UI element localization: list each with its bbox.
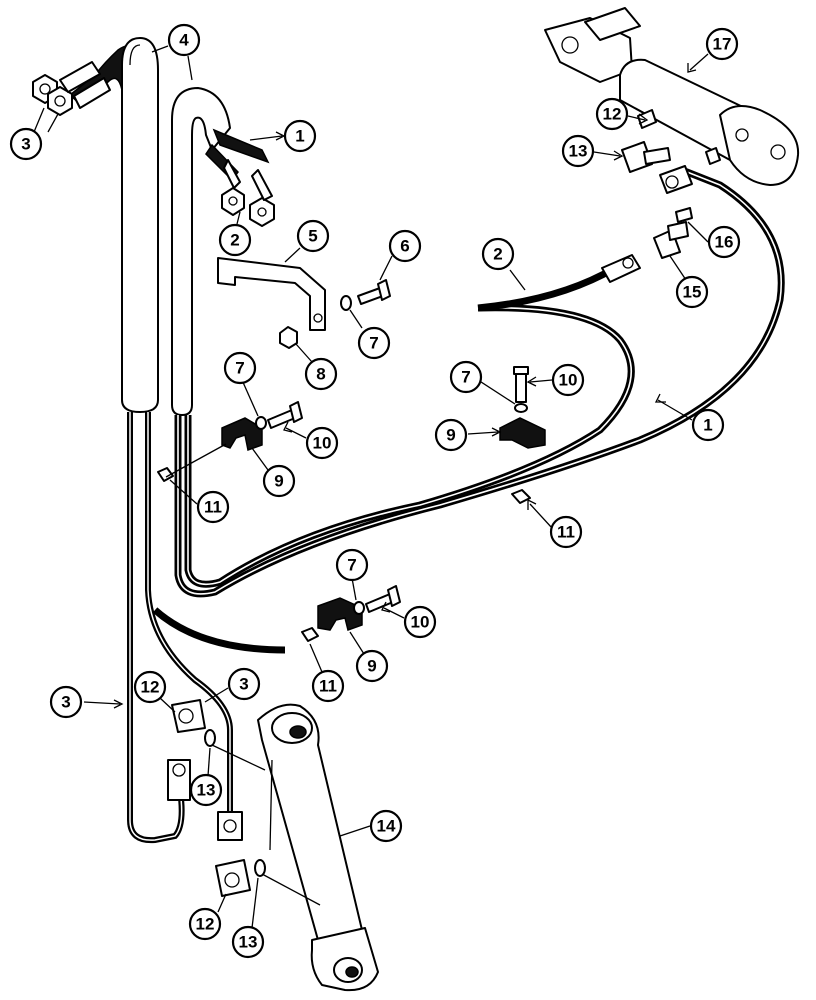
svg-text:10: 10 <box>559 371 578 390</box>
svg-text:12: 12 <box>196 915 215 934</box>
callout-11b: 11 <box>549 515 583 549</box>
svg-text:2: 2 <box>493 245 502 264</box>
callout-2b: 2 <box>481 237 515 271</box>
callout-1b: 1 <box>691 408 725 442</box>
callout-10a: 10 <box>305 426 339 460</box>
elbow-fitting-13-top <box>621 141 671 173</box>
hose-sleeve-middle <box>171 87 231 416</box>
svg-text:8: 8 <box>316 365 325 384</box>
callout-3a: 3 <box>9 127 43 161</box>
callout-3b: 3 <box>49 685 83 719</box>
callout-15: 15 <box>675 275 709 309</box>
callout-3c: 3 <box>227 667 261 701</box>
svg-text:11: 11 <box>557 523 575 542</box>
svg-text:13: 13 <box>197 781 216 800</box>
callout-11a: 11 <box>196 490 230 524</box>
svg-text:10: 10 <box>313 434 332 453</box>
svg-text:13: 13 <box>239 933 258 952</box>
bolt-6 <box>357 279 391 305</box>
svg-text:3: 3 <box>61 693 70 712</box>
svg-text:9: 9 <box>274 472 283 491</box>
callout-7b: 7 <box>223 351 257 385</box>
svg-text:12: 12 <box>603 105 622 124</box>
callout-8: 8 <box>304 357 338 391</box>
svg-text:12: 12 <box>141 678 160 697</box>
o-ring-16 <box>675 207 693 223</box>
svg-text:4: 4 <box>179 31 189 50</box>
nut-8 <box>279 326 298 349</box>
callout-9c: 9 <box>355 649 389 683</box>
callout-12a: 12 <box>595 97 629 131</box>
svg-text:7: 7 <box>461 368 470 387</box>
svg-text:9: 9 <box>367 657 376 676</box>
elbow-fitting-15 <box>653 221 689 259</box>
callout-11c: 11 <box>311 669 345 703</box>
callout-7d: 7 <box>335 548 369 582</box>
callout-7a: 7 <box>357 326 391 360</box>
callout-9a: 9 <box>262 464 296 498</box>
svg-text:15: 15 <box>683 283 702 302</box>
svg-text:14: 14 <box>377 817 396 836</box>
callout-13c: 13 <box>231 925 265 959</box>
callout-2a: 2 <box>218 223 252 257</box>
svg-text:7: 7 <box>235 359 244 378</box>
callout-16: 16 <box>707 225 741 259</box>
svg-text:1: 1 <box>295 127 304 146</box>
elbow-fitting-12-upper <box>171 699 206 733</box>
svg-text:11: 11 <box>319 677 337 696</box>
bracket-5 <box>217 257 326 331</box>
callout-10b: 10 <box>551 363 585 397</box>
hose-4-assembly <box>152 87 785 654</box>
callout-14: 14 <box>369 809 403 843</box>
clamp-9c <box>317 597 363 631</box>
elbow-fitting-12-lower <box>215 859 251 897</box>
hose-sleeve-left <box>121 37 159 413</box>
svg-text:16: 16 <box>715 233 734 252</box>
hose-1-end-fitting <box>659 165 693 194</box>
hose-3-assembly <box>32 37 243 844</box>
callout-10c: 10 <box>403 605 437 639</box>
svg-text:7: 7 <box>347 556 356 575</box>
callout-4: 4 <box>167 23 201 57</box>
callout-9b: 9 <box>434 418 468 452</box>
svg-text:17: 17 <box>713 35 732 54</box>
o-ring-13-lower <box>254 859 266 877</box>
svg-text:3: 3 <box>21 135 30 154</box>
callout-5: 5 <box>296 219 330 253</box>
callout-12c: 12 <box>188 907 222 941</box>
clamp-9b <box>499 417 546 449</box>
callouts: 1 1 2 2 3 3 3 4 5 6 7 7 7 7 8 <box>9 23 741 959</box>
callout-13a: 13 <box>561 134 595 168</box>
callout-1a: 1 <box>283 119 317 153</box>
clamp-9a <box>221 417 263 451</box>
svg-text:13: 13 <box>569 142 588 161</box>
svg-text:7: 7 <box>369 334 378 353</box>
svg-text:3: 3 <box>239 675 248 694</box>
cylinder-17 <box>544 7 800 186</box>
washer-7a <box>340 295 352 311</box>
svg-text:2: 2 <box>230 231 239 250</box>
callout-13b: 13 <box>189 773 223 807</box>
callout-17: 17 <box>705 27 739 61</box>
svg-text:1: 1 <box>703 416 712 435</box>
svg-text:10: 10 <box>411 613 430 632</box>
callout-6: 6 <box>388 229 422 263</box>
o-ring-13-upper <box>204 729 216 747</box>
svg-text:9: 9 <box>446 426 455 445</box>
callout-7c: 7 <box>449 360 483 394</box>
svg-text:5: 5 <box>308 227 317 246</box>
cylinder-14 <box>257 703 379 992</box>
callout-12b: 12 <box>133 670 167 704</box>
svg-text:11: 11 <box>204 498 222 517</box>
svg-text:6: 6 <box>400 237 409 256</box>
